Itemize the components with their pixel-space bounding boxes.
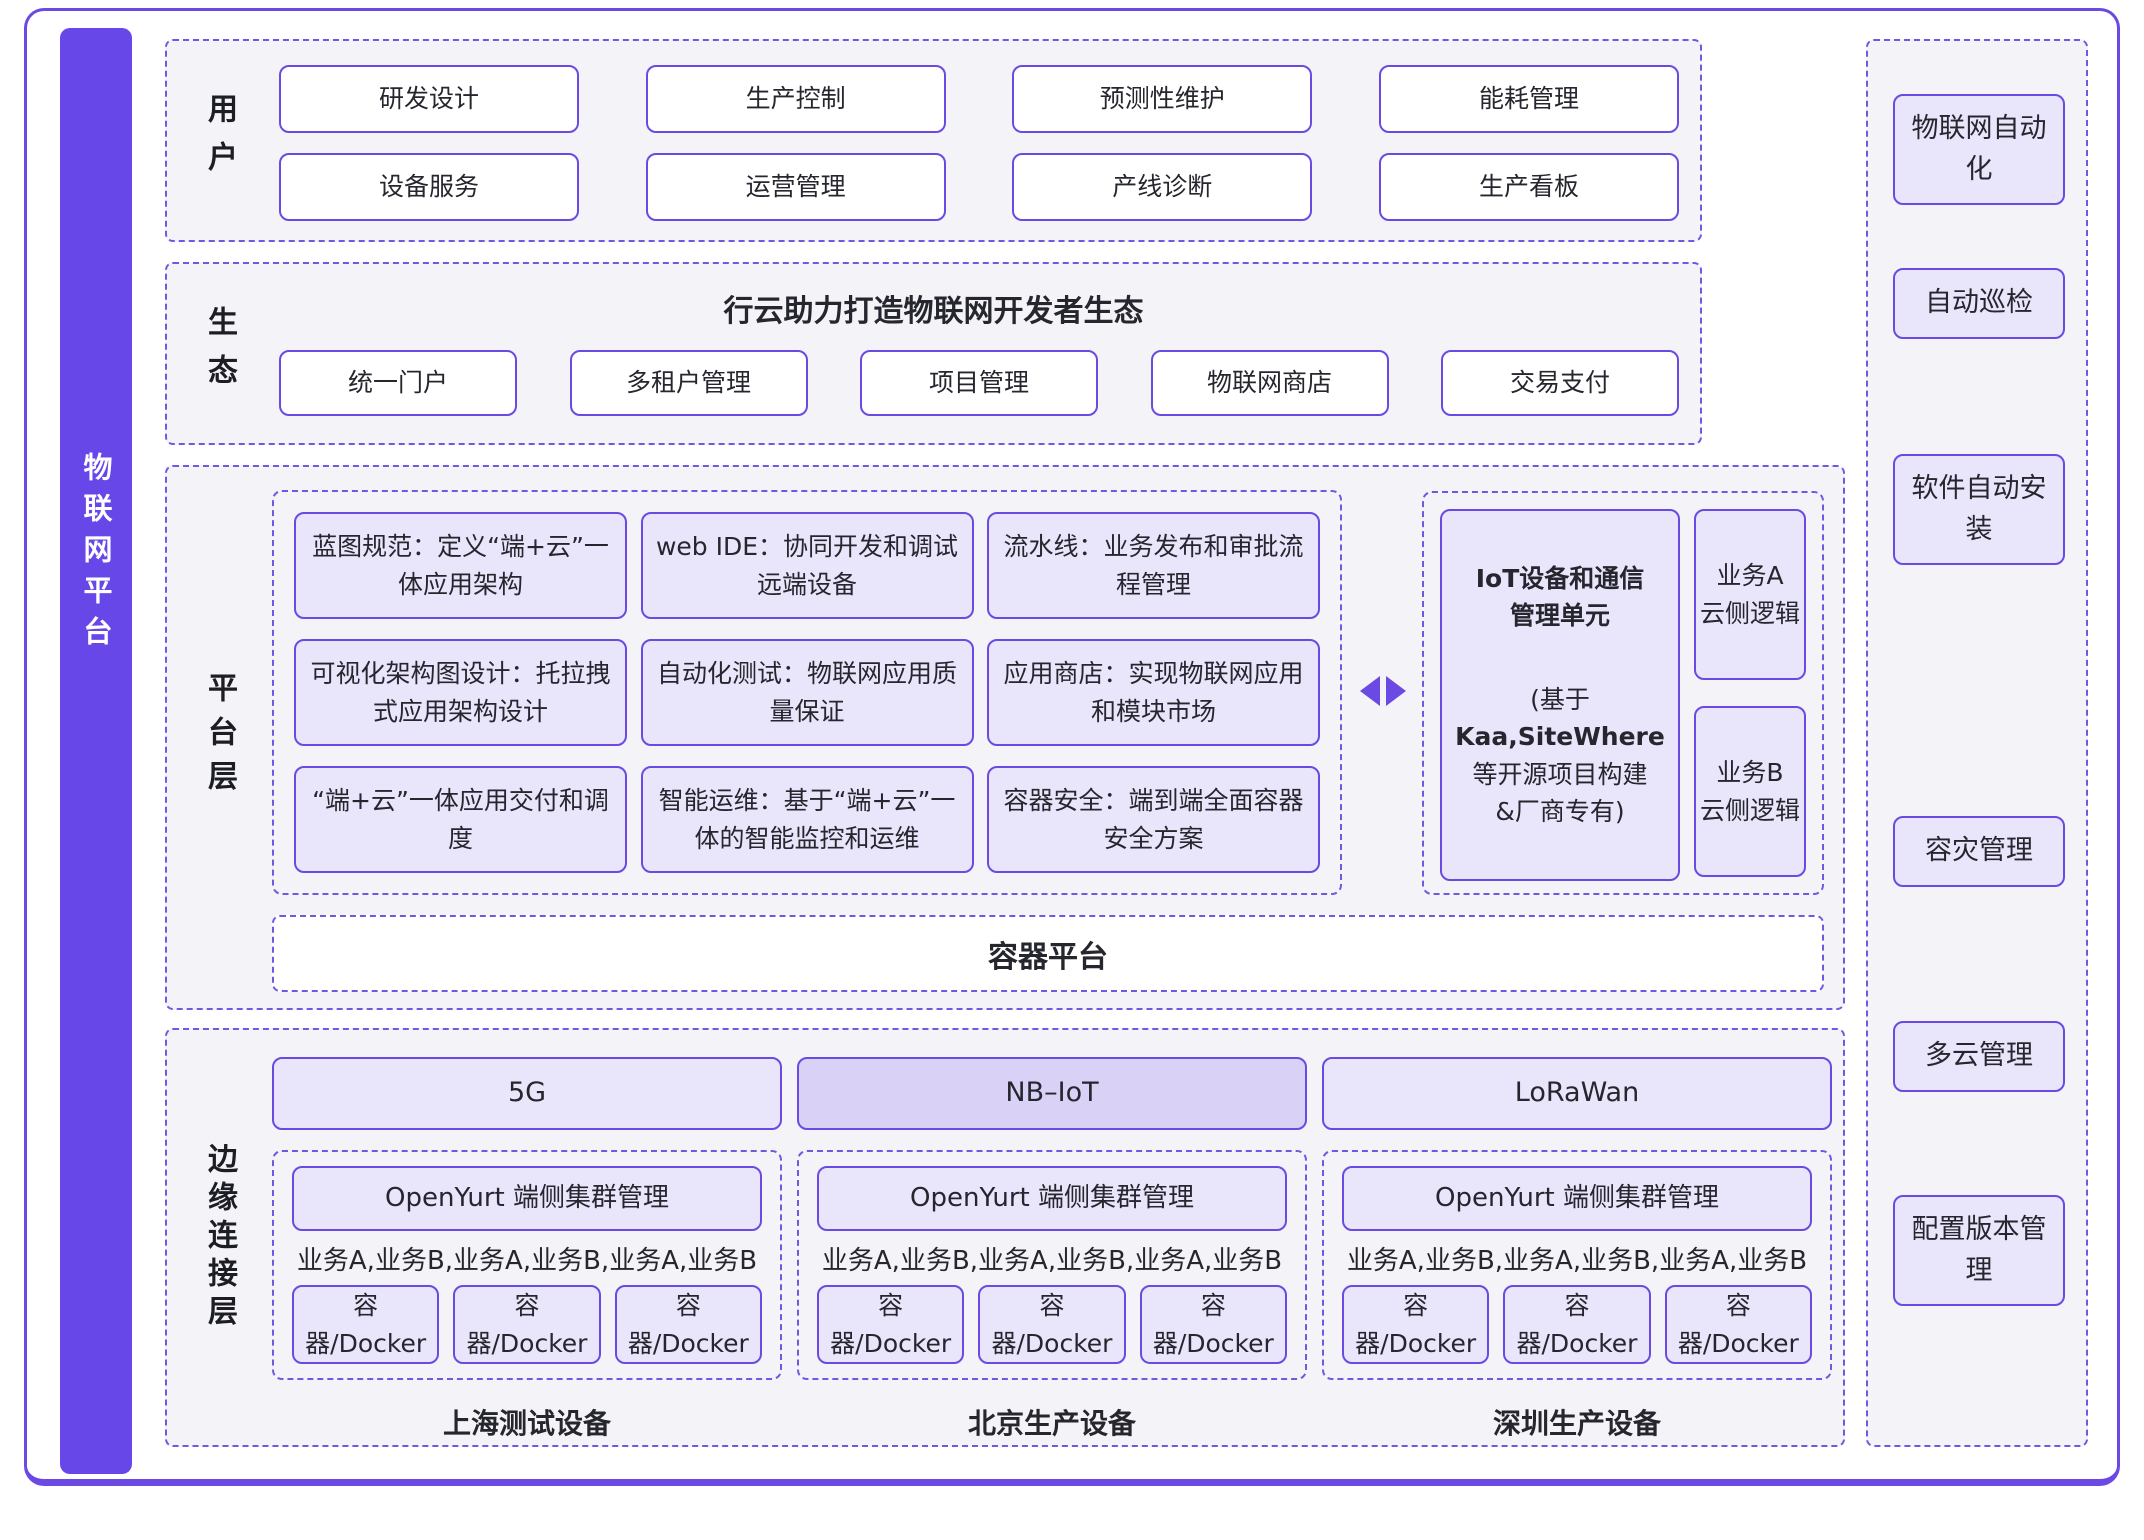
user-scenario-box: 生产控制	[645, 65, 946, 133]
edge-column-shenzhen: LoRaWan OpenYurt 端侧集群管理 业务A,业务B,业务A,业务B,…	[1322, 1030, 1832, 1445]
edge-node-group: OpenYurt 端侧集群管理 业务A,业务B,业务A,业务B,业务A,业务B …	[797, 1150, 1307, 1380]
docker-box: 容器/Docker	[1139, 1285, 1287, 1364]
cloud-logic-box: 业务A 云侧逻辑	[1694, 509, 1806, 680]
ecosystem-box: 项目管理	[860, 350, 1098, 416]
user-scenario-box: 设备服务	[279, 153, 579, 221]
user-scenario-box: 生产看板	[1378, 153, 1679, 221]
ecosystem-box: 多租户管理	[569, 350, 808, 416]
capability-box: 容器安全：端到端全面容器安全方案	[987, 766, 1320, 873]
edge-column-beijing: NB–IoT OpenYurt 端侧集群管理 业务A,业务B,业务A,业务B,业…	[797, 1030, 1307, 1445]
iot-unit-group: IoT设备和通信 管理单元 (基于 Kaa,SiteWhere 等开源项目构建 …	[1422, 491, 1824, 895]
docker-row: 容器/Docker 容器/Docker 容器/Docker	[292, 1285, 762, 1364]
capability-box: 蓝图规范：定义“端+云”一体应用架构	[294, 512, 627, 619]
user-scenario-box: 产线诊断	[1012, 153, 1313, 221]
cloud-logic-column: 业务A 云侧逻辑 业务B 云侧逻辑	[1694, 509, 1806, 877]
docker-box: 容器/Docker	[614, 1285, 762, 1364]
link-arrows-icon	[1360, 675, 1406, 707]
section-ecosystem: 生态 行云助力打造物联网开发者生态 统一门户 多租户管理 项目管理 物联网商店 …	[165, 262, 1702, 445]
openyurt-cluster-box: OpenYurt 端侧集群管理	[817, 1166, 1287, 1231]
right-panel: 物联网自动化 自动巡检 软件自动安装 容灾管理 多云管理 配置版本管理	[1866, 39, 2088, 1447]
capability-box: web IDE：协同开发和调试远端设备	[640, 512, 974, 619]
ecosystem-box: 物联网商店	[1150, 350, 1389, 416]
iot-unit-box: IoT设备和通信 管理单元 (基于 Kaa,SiteWhere 等开源项目构建 …	[1440, 509, 1680, 881]
docker-box: 容器/Docker	[453, 1285, 601, 1364]
device-label: 北京生产设备	[967, 1407, 1136, 1440]
user-scenario-box: 能耗管理	[1378, 65, 1679, 133]
iot-unit-title: IoT设备和通信 管理单元	[1475, 563, 1645, 631]
capability-box: 应用商店：实现物联网应用和模块市场	[987, 639, 1320, 746]
section-platform-label: 平台层	[202, 671, 237, 804]
openyurt-cluster-box: OpenYurt 端侧集群管理	[292, 1166, 762, 1231]
services-line: 业务A,业务B,业务A,业务B,业务A,业务B	[296, 1246, 758, 1276]
docker-box: 容器/Docker	[978, 1285, 1126, 1364]
docker-row: 容器/Docker 容器/Docker 容器/Docker	[1342, 1285, 1812, 1364]
capability-box: 自动化测试：物联网应用质量保证	[640, 639, 974, 746]
protocol-bar-lorawan: LoRaWan	[1322, 1057, 1832, 1130]
platform-capability-group: 蓝图规范：定义“端+云”一体应用架构 web IDE：协同开发和调试远端设备 流…	[272, 490, 1342, 895]
section-edge-label: 边缘连接层	[202, 1142, 237, 1333]
platform-sidebar: 物联网平台	[60, 28, 132, 1474]
right-panel-box: 物联网自动化	[1893, 94, 2065, 205]
right-panel-box: 自动巡检	[1893, 268, 2065, 339]
right-panel-box: 软件自动安装	[1893, 454, 2065, 565]
ecosystem-title: 行云助力打造物联网开发者生态	[723, 294, 1144, 329]
capability-box: “端+云”一体应用交付和调度	[294, 766, 627, 873]
docker-box: 容器/Docker	[1342, 1285, 1490, 1364]
user-scenario-box: 预测性维护	[1012, 65, 1313, 133]
user-scenario-box: 运营管理	[645, 153, 946, 221]
docker-box: 容器/Docker	[1664, 1285, 1812, 1364]
section-users: 用户 研发设计 生产控制 预测性维护 能耗管理 设备服务 运营管理 产线诊断 生…	[165, 39, 1702, 242]
ecosystem-box: 交易支付	[1441, 350, 1679, 416]
capability-box: 可视化架构图设计：托拉拽式应用架构设计	[294, 639, 627, 746]
section-platform: 平台层 蓝图规范：定义“端+云”一体应用架构 web IDE：协同开发和调试远端…	[165, 465, 1845, 1010]
edge-columns: 5G OpenYurt 端侧集群管理 业务A,业务B,业务A,业务B,业务A,业…	[272, 1030, 1832, 1445]
iot-unit-note-open: (基于	[1530, 684, 1590, 714]
section-ecosystem-label: 生态	[202, 305, 237, 402]
edge-node-group: OpenYurt 端侧集群管理 业务A,业务B,业务A,业务B,业务A,业务B …	[1322, 1150, 1832, 1380]
container-platform-bar: 容器平台	[272, 915, 1824, 992]
arrow-left-icon	[1360, 676, 1380, 706]
docker-row: 容器/Docker 容器/Docker 容器/Docker	[817, 1285, 1287, 1364]
docker-box: 容器/Docker	[292, 1285, 440, 1364]
arrow-right-icon	[1386, 676, 1406, 706]
ecosystem-row: 统一门户 多租户管理 项目管理 物联网商店 交易支付	[279, 350, 1679, 416]
user-scenario-box: 研发设计	[279, 65, 579, 133]
iot-unit-note-rest: 等开源项目构建 &厂商专有)	[1472, 759, 1648, 827]
openyurt-cluster-box: OpenYurt 端侧集群管理	[1342, 1166, 1812, 1231]
device-label: 深圳生产设备	[1492, 1407, 1661, 1440]
capability-box: 流水线：业务发布和审批流程管理	[987, 512, 1320, 619]
users-grid: 研发设计 生产控制 预测性维护 能耗管理 设备服务 运营管理 产线诊断 生产看板	[279, 65, 1679, 221]
docker-box: 容器/Docker	[817, 1285, 965, 1364]
docker-box: 容器/Docker	[1503, 1285, 1651, 1364]
protocol-bar-5g: 5G	[272, 1057, 782, 1130]
cloud-logic-box: 业务B 云侧逻辑	[1694, 706, 1806, 877]
right-panel-box: 容灾管理	[1893, 816, 2065, 887]
iot-unit-note-bold: Kaa,SiteWhere	[1455, 722, 1665, 751]
device-label: 上海测试设备	[442, 1407, 611, 1440]
edge-node-group: OpenYurt 端侧集群管理 业务A,业务B,业务A,业务B,业务A,业务B …	[272, 1150, 782, 1380]
section-users-label: 用户	[202, 92, 237, 189]
ecosystem-box: 统一门户	[279, 350, 517, 416]
services-line: 业务A,业务B,业务A,业务B,业务A,业务B	[1346, 1246, 1808, 1276]
section-edge: 边缘连接层 5G OpenYurt 端侧集群管理 业务A,业务B,业务A,业务B…	[165, 1028, 1845, 1447]
edge-column-shanghai: 5G OpenYurt 端侧集群管理 业务A,业务B,业务A,业务B,业务A,业…	[272, 1030, 782, 1445]
capability-box: 智能运维：基于“端+云”一体的智能监控和运维	[640, 766, 974, 873]
protocol-bar-nbiot: NB–IoT	[797, 1057, 1307, 1130]
platform-sidebar-title: 物联网平台	[79, 452, 113, 657]
services-line: 业务A,业务B,业务A,业务B,业务A,业务B	[821, 1246, 1283, 1276]
right-panel-box: 配置版本管理	[1893, 1195, 2065, 1306]
right-panel-box: 多云管理	[1893, 1021, 2065, 1092]
